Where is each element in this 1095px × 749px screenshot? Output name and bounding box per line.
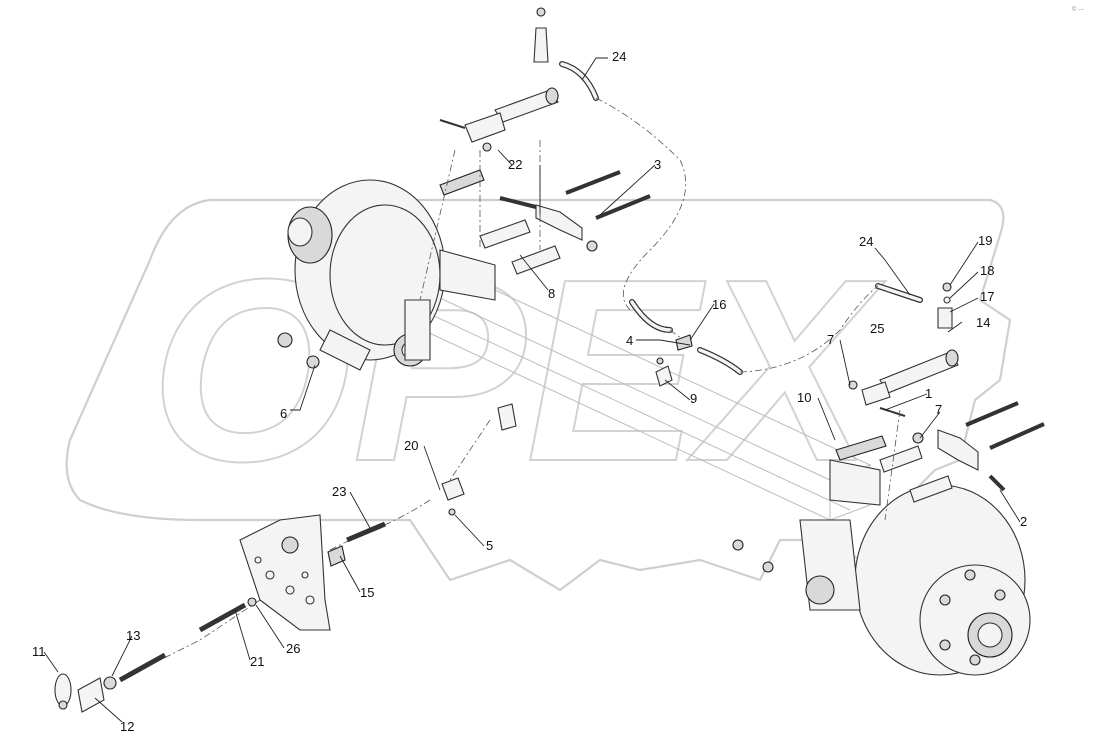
callout-7-lower: 7	[935, 402, 942, 417]
mounting-plate	[239, 514, 331, 631]
callout-7-upper: 7	[827, 332, 834, 347]
callout-labels: 24 22 3 8 6 4 16 9 24 25 7 10 1 7 2 19 1…	[32, 49, 1027, 734]
corner-mark: © ---	[1072, 6, 1084, 13]
callout-2: 2	[1020, 514, 1027, 529]
callout-12: 12	[120, 719, 134, 734]
callout-15: 15	[360, 585, 374, 600]
callout-10: 10	[797, 390, 811, 405]
callout-18: 18	[980, 263, 994, 278]
callout-21: 21	[250, 654, 264, 669]
brake-hoses	[559, 61, 923, 375]
left-brake-cylinder	[439, 7, 559, 152]
right-bolts-pins	[732, 401, 1045, 573]
callout-4: 4	[626, 333, 633, 348]
sensor-parts	[441, 334, 693, 516]
callout-13: 13	[126, 628, 140, 643]
watermark-gear-outline	[65, 198, 1012, 592]
callout-25: 25	[870, 321, 884, 336]
callout-17: 17	[980, 289, 994, 304]
callout-5: 5	[486, 538, 493, 553]
callout-20: 20	[404, 438, 418, 453]
callout-26: 26	[286, 641, 300, 656]
callout-24-top: 24	[612, 49, 626, 64]
left-bolts-pins	[277, 170, 651, 369]
cable-rods	[54, 521, 386, 713]
callout-11: 11	[32, 644, 46, 659]
leader-lines	[43, 57, 1021, 723]
return-springs	[439, 169, 887, 461]
callout-22: 22	[508, 157, 522, 172]
right-hub-drum	[799, 459, 1031, 676]
callout-6: 6	[280, 406, 287, 421]
callout-24-right: 24	[859, 234, 873, 249]
callout-14: 14	[976, 315, 990, 330]
callout-9: 9	[690, 391, 697, 406]
right-brake-cylinder	[848, 282, 959, 417]
left-hub-drum	[287, 179, 496, 371]
callout-8: 8	[548, 286, 555, 301]
callout-1: 1	[925, 386, 932, 401]
callout-19: 19	[978, 233, 992, 248]
callout-16: 16	[712, 297, 726, 312]
callout-23: 23	[332, 484, 346, 499]
callout-3: 3	[654, 157, 661, 172]
